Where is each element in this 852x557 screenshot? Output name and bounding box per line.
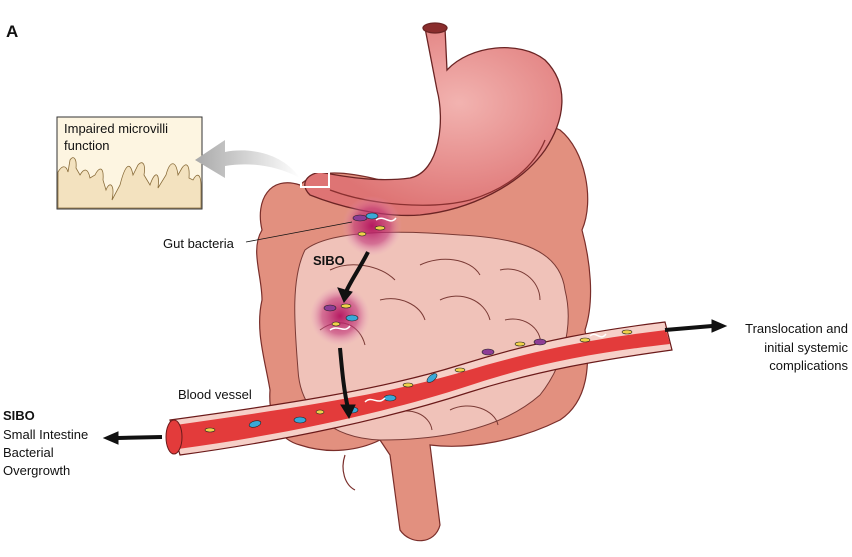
translocation-line3: complications	[769, 358, 848, 373]
sibo-mid-label: SIBO	[313, 253, 345, 268]
sibo-def-line1: Small Intestine	[3, 427, 89, 442]
sibo-left-label: SIBO	[3, 408, 35, 423]
inset-source-marker	[300, 171, 330, 188]
vessel-bacteria	[204, 329, 633, 433]
zoom-arrow	[195, 140, 300, 178]
blood-vessel-label: Blood vessel	[178, 387, 252, 402]
translocation-line2: initial systemic	[764, 340, 848, 355]
black-arrows	[102, 251, 728, 445]
bacteria-cluster-lower	[310, 286, 370, 346]
inset-title-line2: function	[64, 138, 110, 153]
sibo-def-line3: Overgrowth	[3, 463, 71, 478]
panel-letter: A	[6, 22, 19, 41]
inset-title-line1: Impaired microvilli	[64, 121, 169, 136]
gut-bacteria-pointer	[245, 221, 353, 243]
gut-bacteria-label: Gut bacteria	[163, 236, 234, 251]
sibo-def-line2: Bacterial	[3, 445, 54, 460]
bacteria-cluster-upper	[342, 196, 402, 256]
translocation-line1: Translocation and	[745, 321, 848, 336]
small-intestine	[294, 231, 569, 441]
